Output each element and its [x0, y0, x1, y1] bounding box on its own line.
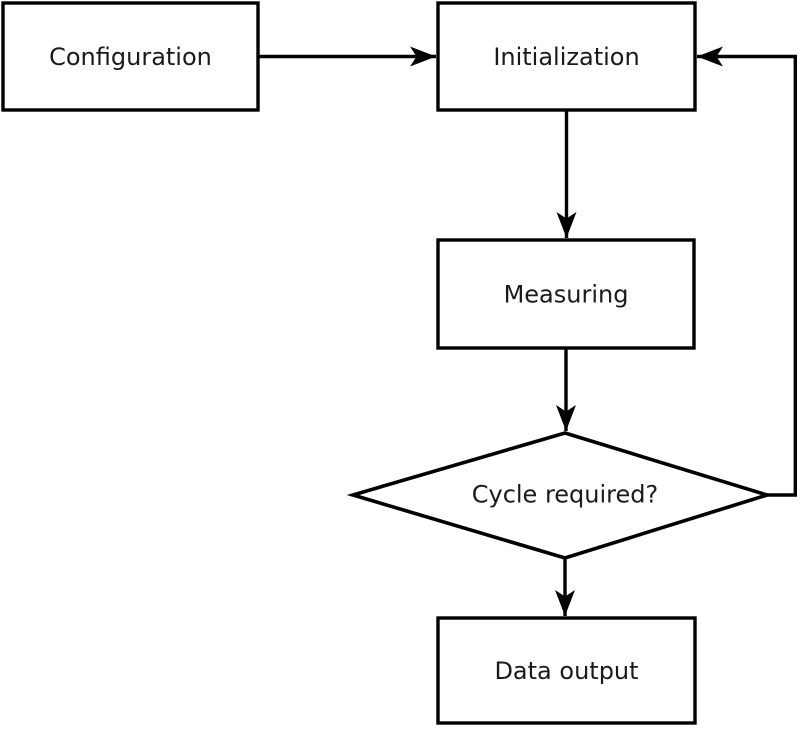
edge-cycle-required-loop-to-initialization	[697, 46, 797, 497]
node-cycle-required-label: Cycle required?	[472, 481, 659, 509]
node-configuration	[1, 1, 260, 112]
node-cycle-required	[346, 431, 774, 560]
node-initialization	[436, 1, 697, 112]
node-data-output-label: Data output	[494, 657, 638, 685]
edge-layer	[258, 46, 797, 616]
node-measuring	[436, 238, 696, 350]
node-measuring-label: Measuring	[504, 281, 629, 309]
node-initialization-label: Initialization	[493, 43, 639, 71]
node-data-output	[436, 616, 697, 725]
node-configuration-label: Configuration	[49, 43, 212, 71]
node-layer: Configuration Initialization Measuring C…	[1, 1, 774, 725]
